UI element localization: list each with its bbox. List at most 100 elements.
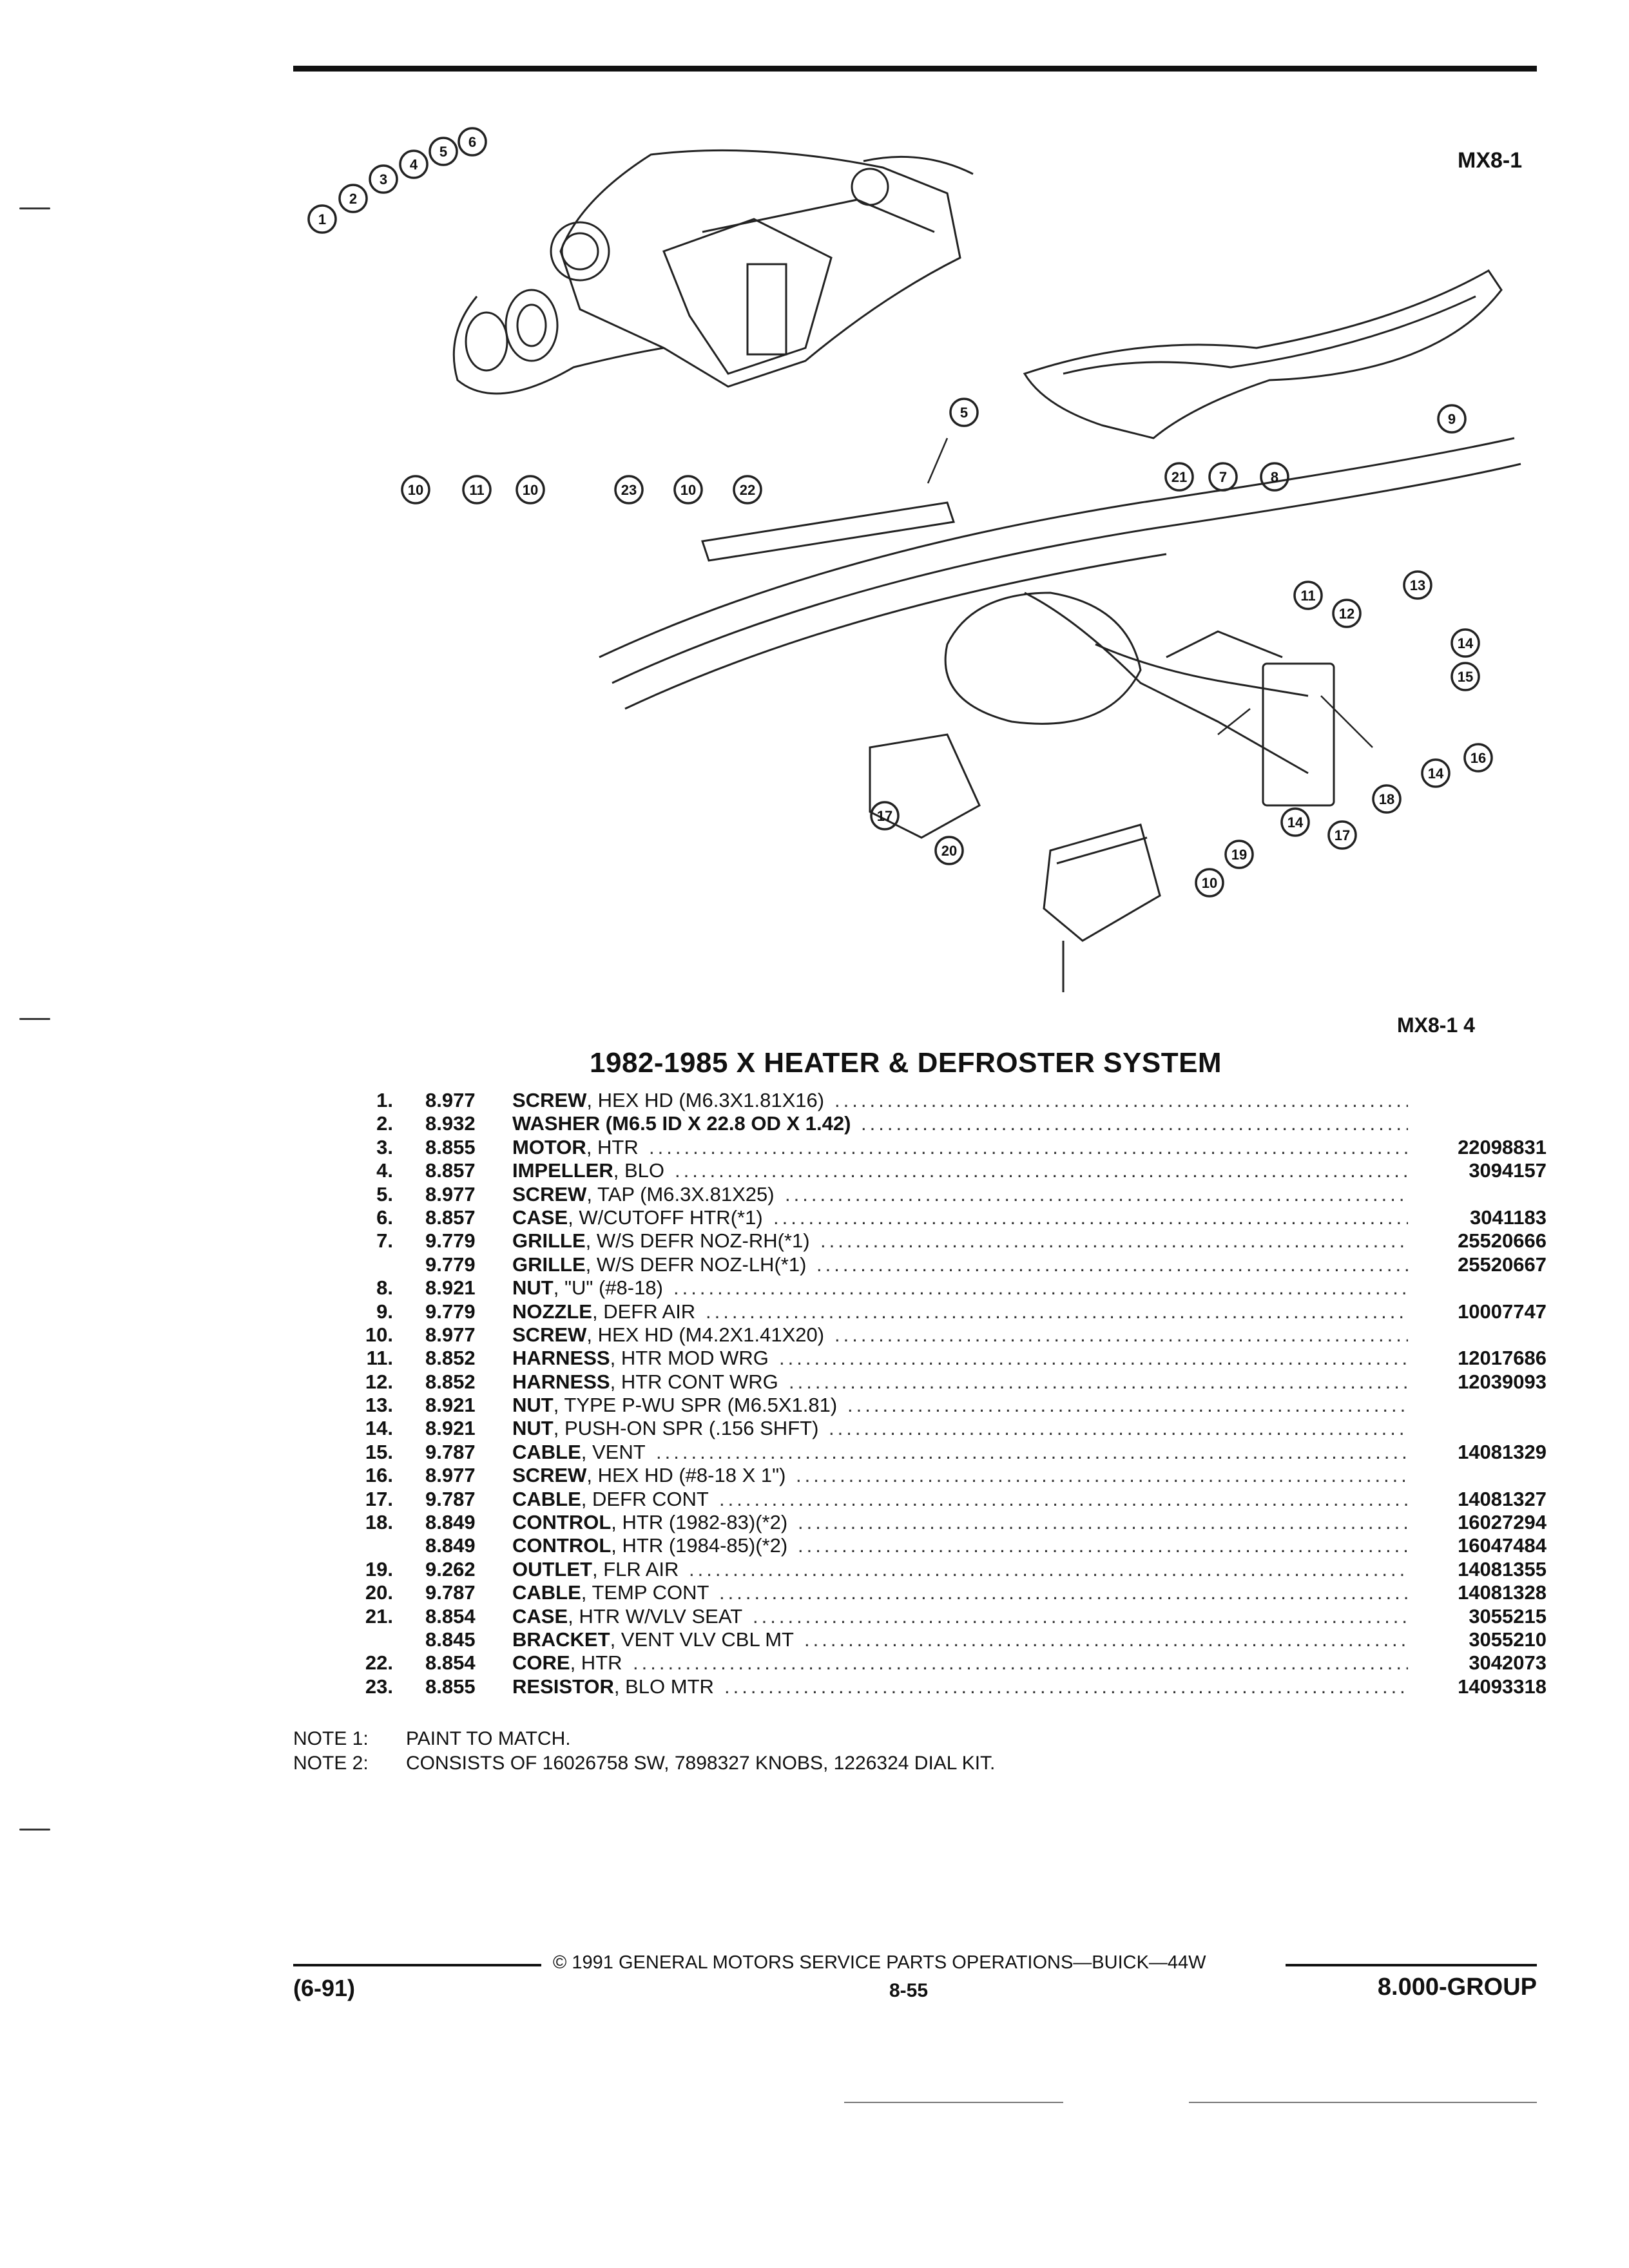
- part-name: CORE: [512, 1651, 570, 1675]
- part-number: 12017686: [1458, 1347, 1547, 1370]
- note-2: NOTE 2:CONSISTS OF 16026758 SW, 7898327 …: [293, 1751, 995, 1776]
- part-detail: , HTR CONT WRG: [610, 1370, 778, 1393]
- item-number: 23.: [365, 1675, 393, 1698]
- margin-mark: [19, 207, 50, 209]
- part-detail: , "U" (#8-18): [553, 1276, 663, 1300]
- part-description: CABLE, VENT: [512, 1441, 646, 1464]
- item-number: 13.: [365, 1394, 393, 1417]
- part-detail: , HEX HD (M6.3X1.81X16): [586, 1089, 825, 1111]
- leader-dots: ........................................…: [724, 1675, 1408, 1698]
- item-number: 10.: [365, 1323, 393, 1346]
- group-number: 8.977: [425, 1089, 476, 1111]
- part-description: SCREW, HEX HD (M6.3X1.81X16): [512, 1089, 824, 1112]
- part-description: CASE, HTR W/VLV SEAT: [512, 1605, 742, 1628]
- callout: 14: [1428, 765, 1444, 782]
- part-name: OUTLET: [512, 1557, 592, 1581]
- part-name: NOZZLE: [512, 1300, 592, 1323]
- part-number: 25520667: [1458, 1253, 1547, 1276]
- part-name: SCREW: [512, 1323, 587, 1346]
- leader-dots: ........................................…: [796, 1464, 1408, 1487]
- callout: 18: [1379, 791, 1394, 807]
- copyright: © 1991 GENERAL MOTORS SERVICE PARTS OPER…: [553, 1952, 1206, 1973]
- part-description: CABLE, DEFR CONT: [512, 1488, 709, 1511]
- part-name: WASHER (M6.5 ID X 22.8 OD X 1.42): [512, 1112, 851, 1135]
- note-text: PAINT TO MATCH.: [406, 1728, 571, 1749]
- part-number: 3055215: [1469, 1604, 1547, 1628]
- part-description: NUT, "U" (#8-18): [512, 1276, 663, 1300]
- part-number: 12039093: [1458, 1370, 1547, 1393]
- leader-dots: ........................................…: [847, 1394, 1408, 1417]
- part-name: RESISTOR: [512, 1675, 614, 1698]
- callout: 10: [1202, 875, 1217, 891]
- part-detail: , VENT: [581, 1440, 646, 1463]
- item-number: 21.: [365, 1604, 393, 1628]
- callout: 16: [1470, 750, 1486, 766]
- leader-dots: ........................................…: [649, 1135, 1408, 1158]
- part-number: 16047484: [1458, 1534, 1547, 1557]
- part-name: NUT: [512, 1276, 554, 1300]
- callout: 7: [1219, 469, 1227, 485]
- callout: 10: [523, 482, 538, 498]
- callout: 10: [408, 482, 423, 498]
- part-detail: , PUSH-ON SPR (.156 SHFT): [553, 1417, 819, 1440]
- leader-dots: ........................................…: [779, 1347, 1408, 1370]
- callout: 12: [1339, 606, 1354, 622]
- part-detail: , HTR (1982-83)(*2): [611, 1511, 788, 1534]
- callout: 14: [1458, 635, 1474, 651]
- part-number: 10007747: [1458, 1300, 1547, 1323]
- part-name: NUT: [512, 1394, 554, 1417]
- part-name: HARNESS: [512, 1370, 610, 1393]
- callout: 3: [380, 171, 387, 187]
- callout: 20: [941, 843, 957, 859]
- part-name: SCREW: [512, 1182, 587, 1206]
- item-number: 7.: [376, 1229, 393, 1253]
- leader-dots: ........................................…: [673, 1276, 1408, 1300]
- leader-dots: ........................................…: [804, 1628, 1408, 1651]
- part-number: 14081355: [1458, 1557, 1547, 1581]
- callout: 8: [1271, 469, 1278, 485]
- group-number: 8.932: [425, 1112, 476, 1135]
- part-name: CABLE: [512, 1487, 581, 1510]
- part-number: 3041183: [1470, 1206, 1547, 1229]
- leader-dots: ........................................…: [820, 1229, 1408, 1253]
- part-name: CONTROL: [512, 1534, 612, 1557]
- notes: NOTE 1:PAINT TO MATCH. NOTE 2:CONSISTS O…: [293, 1727, 995, 1776]
- group-number: 8.857: [425, 1159, 476, 1182]
- item-number: 14.: [365, 1417, 393, 1440]
- part-name: GRILLE: [512, 1229, 586, 1253]
- group-number: 9.779: [425, 1229, 476, 1253]
- group-number: 8.977: [425, 1182, 476, 1206]
- group-number: 8.977: [425, 1464, 476, 1487]
- leader-dots: ........................................…: [719, 1487, 1408, 1510]
- part-description: SCREW, HEX HD (#8-18 X 1"): [512, 1464, 786, 1487]
- footer-rule-left: [293, 1964, 541, 1966]
- item-number: 5.: [376, 1182, 393, 1206]
- part-detail: , TYPE P-WU SPR (M6.5X1.81): [553, 1394, 838, 1417]
- callout: 6: [468, 134, 476, 150]
- callout: 14: [1287, 814, 1304, 831]
- note-label: NOTE 2:: [293, 1753, 369, 1774]
- leader-dots: ........................................…: [798, 1534, 1408, 1557]
- group-number: 8.921: [425, 1276, 476, 1300]
- revision-date: (6-91): [293, 1975, 356, 2001]
- callout: 11: [469, 482, 484, 498]
- group-number: 9.787: [425, 1440, 476, 1463]
- figure-id-bottom: MX8-1 4: [1397, 1014, 1475, 1037]
- group-number: 8.977: [425, 1323, 476, 1346]
- part-detail: , DEFR CONT: [581, 1487, 709, 1510]
- callout: 4: [410, 157, 418, 173]
- part-description: WASHER (M6.5 ID X 22.8 OD X 1.42): [512, 1112, 851, 1135]
- item-number: 8.: [376, 1276, 393, 1300]
- parts-row: 8. 8.921 NUT, "U" (#8-18).................…: [335, 1276, 1547, 1300]
- callout: 9: [1448, 411, 1456, 427]
- item-number: 15.: [365, 1440, 393, 1463]
- part-detail: , W/S DEFR NOZ-RH(*1): [585, 1229, 810, 1253]
